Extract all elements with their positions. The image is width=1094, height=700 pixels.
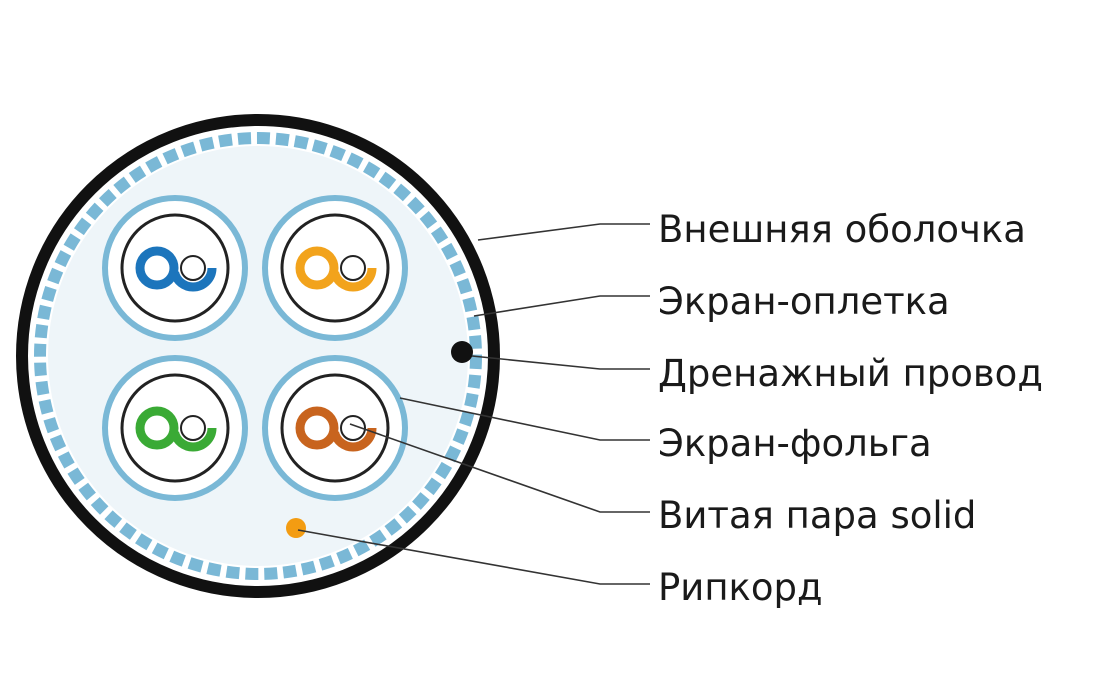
label-ripcord: Рипкорд <box>658 566 823 609</box>
callout-labels: Внешняя оболочка Экран-оплетка Дренажный… <box>658 208 1043 609</box>
conductor-b-green <box>180 415 206 441</box>
conductor-b-brown <box>340 415 366 441</box>
conductor-b-orange <box>340 255 366 281</box>
leader-outer-jacket <box>477 223 650 241</box>
leader-braid-shield <box>473 295 650 317</box>
leader-foil-shield <box>399 397 650 441</box>
twisted-pairs-group <box>102 195 408 501</box>
drain-wire <box>451 341 473 363</box>
conductor-a-green <box>135 406 179 450</box>
twisted-pair-brown <box>262 355 408 501</box>
cable-cross-section <box>16 114 500 598</box>
ripcord-thread <box>286 518 306 538</box>
twisted-pair-blue <box>102 195 248 341</box>
conductor-b-stripe-brown <box>329 404 377 452</box>
conductor-a-blue <box>135 246 179 290</box>
leader-drain-wire <box>471 355 650 370</box>
label-outer-jacket: Внешняя оболочка <box>658 208 1026 251</box>
label-braid-shield: Экран-оплетка <box>658 280 950 323</box>
conductor-b-blue <box>180 255 206 281</box>
label-foil-shield: Экран-фольга <box>658 422 932 465</box>
leader-twisted-pair <box>349 423 650 513</box>
twisted-pair-orange <box>262 195 408 341</box>
conductor-a-brown <box>295 406 339 450</box>
leader-ripcord <box>297 529 650 585</box>
conductor-b-stripe-orange <box>329 244 377 292</box>
conductor-a-orange <box>295 246 339 290</box>
label-drain-wire: Дренажный провод <box>658 352 1043 395</box>
inner-filler <box>48 146 468 566</box>
conductor-b-stripe-blue <box>169 244 217 292</box>
label-twisted-pair: Витая пара solid <box>658 494 976 537</box>
leader-lines <box>297 223 650 585</box>
twisted-pair-green <box>102 355 248 501</box>
conductor-b-stripe-green <box>169 404 217 452</box>
